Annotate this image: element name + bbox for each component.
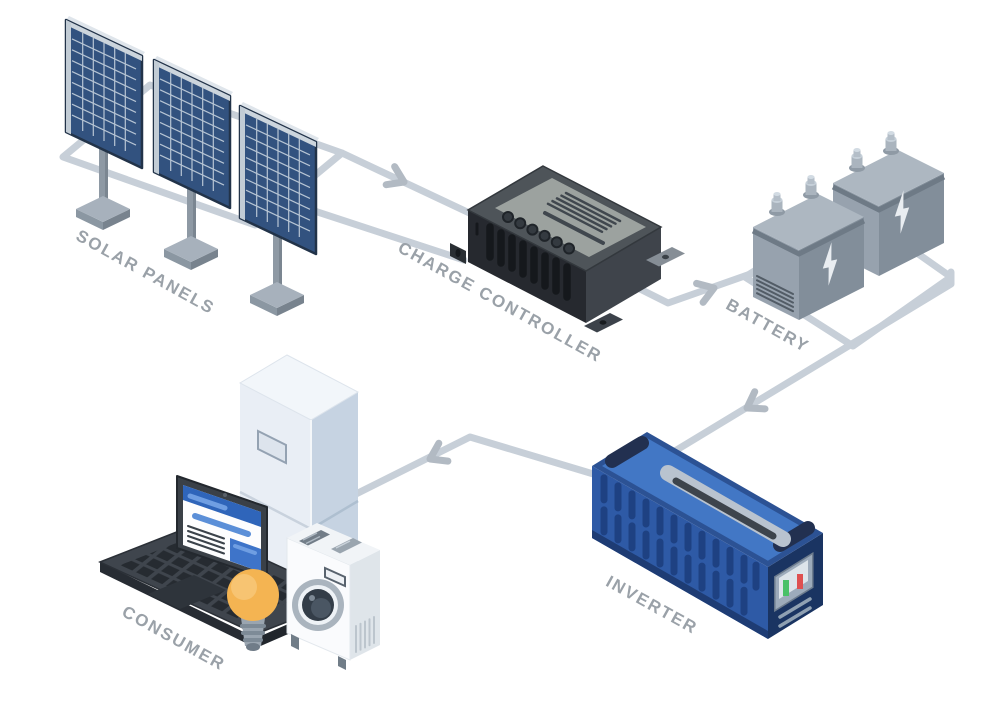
washer-foot (338, 656, 346, 670)
charge-controller (450, 165, 685, 333)
battery-terminal (883, 131, 899, 155)
battery-top-face (833, 150, 944, 206)
battery-terminal (769, 192, 785, 216)
washing-machine (286, 523, 380, 670)
lightning-bolt-icon (894, 190, 910, 234)
laptop-touchpad (148, 575, 226, 609)
washer-top-face (287, 523, 380, 565)
wire-solar-to-controller (338, 149, 484, 222)
webcam-dot (223, 493, 227, 497)
washer-control-panel (299, 530, 330, 546)
lightning-bolt-icon (822, 242, 838, 286)
bulb-tip (246, 643, 260, 651)
inverter-top-slot (672, 477, 777, 540)
controller-vents (486, 223, 571, 301)
battery-right-face (879, 173, 944, 276)
washer-drawer-slot (324, 566, 346, 588)
bulb-screw-ridges (240, 624, 266, 642)
fridge-door-seam (239, 490, 312, 531)
solar-panel-2 (152, 54, 235, 272)
screen-text-lines (187, 525, 225, 555)
inverter-top-tab (605, 436, 649, 468)
inverter-left-face-bottom (592, 530, 768, 639)
battery-bank (751, 131, 946, 320)
battery-vent-grille (756, 275, 794, 313)
solar-panel-3 (238, 100, 321, 318)
battery-front (751, 175, 866, 320)
controller-right-face (586, 227, 661, 323)
fridge-vent-panel (257, 429, 287, 465)
wire-inverter-to-consumer (352, 433, 614, 498)
washer-foot (291, 634, 299, 650)
consumer-group (98, 354, 380, 670)
controller-buttons (502, 211, 575, 255)
inverter-left-face (592, 466, 768, 639)
inverter-fins (600, 474, 760, 616)
light-bulb (227, 569, 279, 651)
wire-battery-to-inverter (661, 268, 955, 461)
inverter-end-slots (778, 597, 812, 628)
controller-panel (495, 178, 646, 257)
washer-panel-2 (331, 538, 362, 554)
washer-vent-slats (355, 616, 375, 653)
solar-panel-array (64, 14, 321, 318)
battery-top-face (753, 194, 864, 250)
battery-terminal (803, 175, 819, 199)
inverter (592, 432, 823, 639)
battery-terminal (849, 148, 865, 172)
washer-right-face (350, 550, 380, 660)
controller-display-lines (543, 191, 622, 245)
solar-panel-1 (64, 14, 147, 232)
